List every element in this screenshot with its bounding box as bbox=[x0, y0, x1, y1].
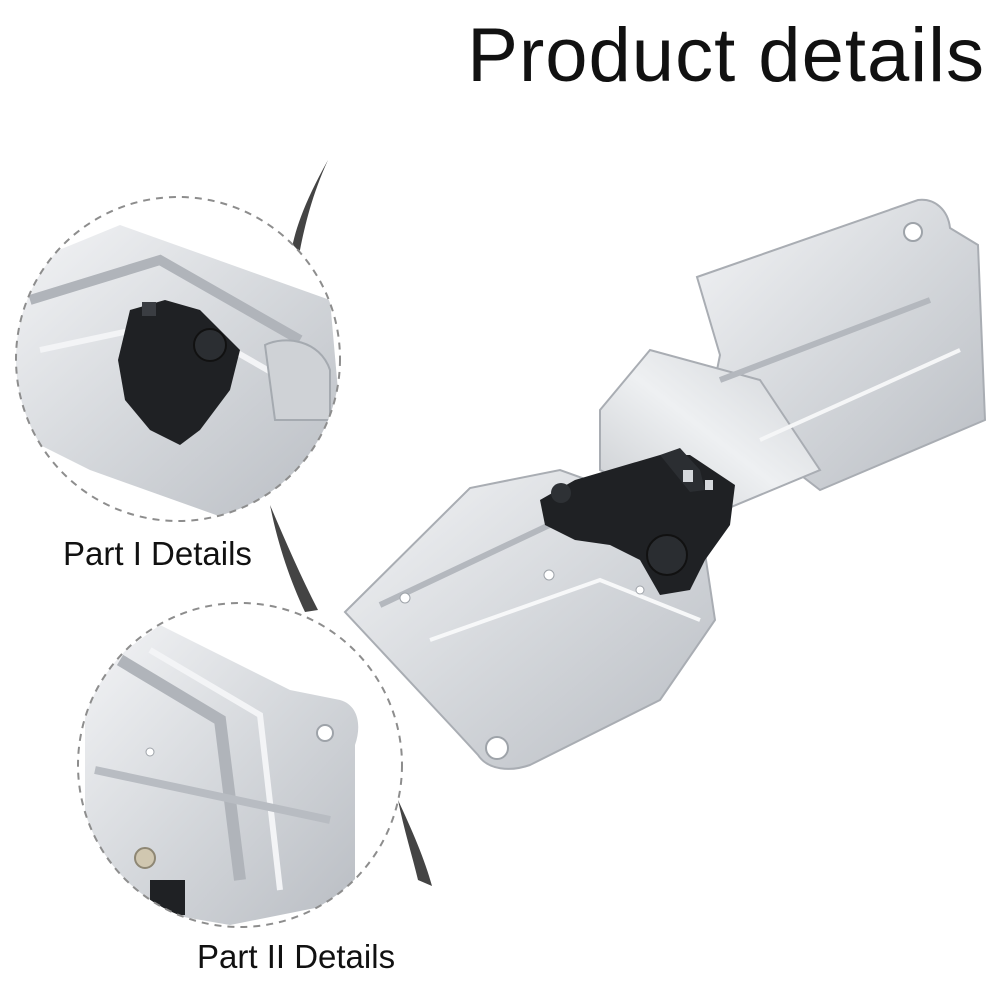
decorative-arc-top bbox=[290, 160, 328, 262]
part-2-callout-circle bbox=[77, 602, 403, 928]
decorative-arc-middle bbox=[270, 505, 318, 612]
part-2-label: Part II Details bbox=[197, 938, 396, 975]
part-1-callout-circle bbox=[15, 196, 341, 522]
decorative-arc-bottom bbox=[398, 800, 432, 886]
part-1-label: Part I Details bbox=[63, 535, 252, 572]
page-title: Product details bbox=[467, 13, 985, 98]
plastic-latch bbox=[540, 448, 735, 595]
